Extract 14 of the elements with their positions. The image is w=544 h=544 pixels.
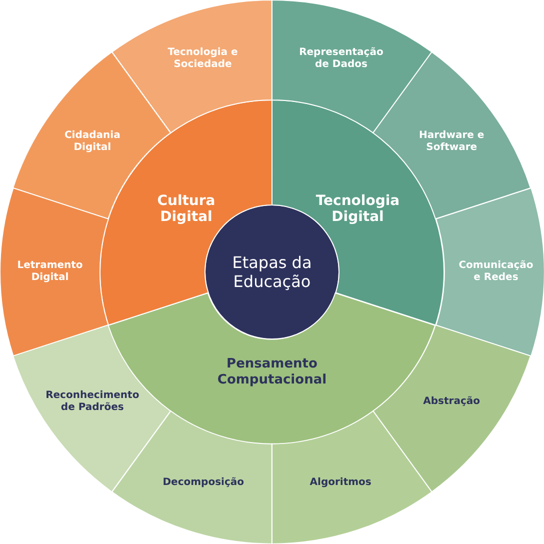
category-label: Pensamento Computacional <box>216 356 328 388</box>
segment-label: Abstração <box>422 396 482 408</box>
segment-label: Tecnologia e Sociedade <box>166 46 239 71</box>
segment-label: Reconhecimento de Padrões <box>44 390 140 414</box>
segment-label: Letramento Digital <box>16 260 84 284</box>
category-label: Tecnologia Digital <box>314 192 401 226</box>
segment-label: Cidadania Digital <box>63 130 122 154</box>
center-title: Etapas da Educação <box>231 252 313 292</box>
segment-label: Decomposição <box>162 477 245 490</box>
category-label: Cultura Digital <box>156 192 216 226</box>
segment-label: Hardware e Software <box>418 130 486 154</box>
segment-label: Comunicação e Redes <box>458 260 534 284</box>
segment-label: Algoritmos <box>308 477 372 490</box>
segment-label: Representação de Dados <box>298 46 384 71</box>
